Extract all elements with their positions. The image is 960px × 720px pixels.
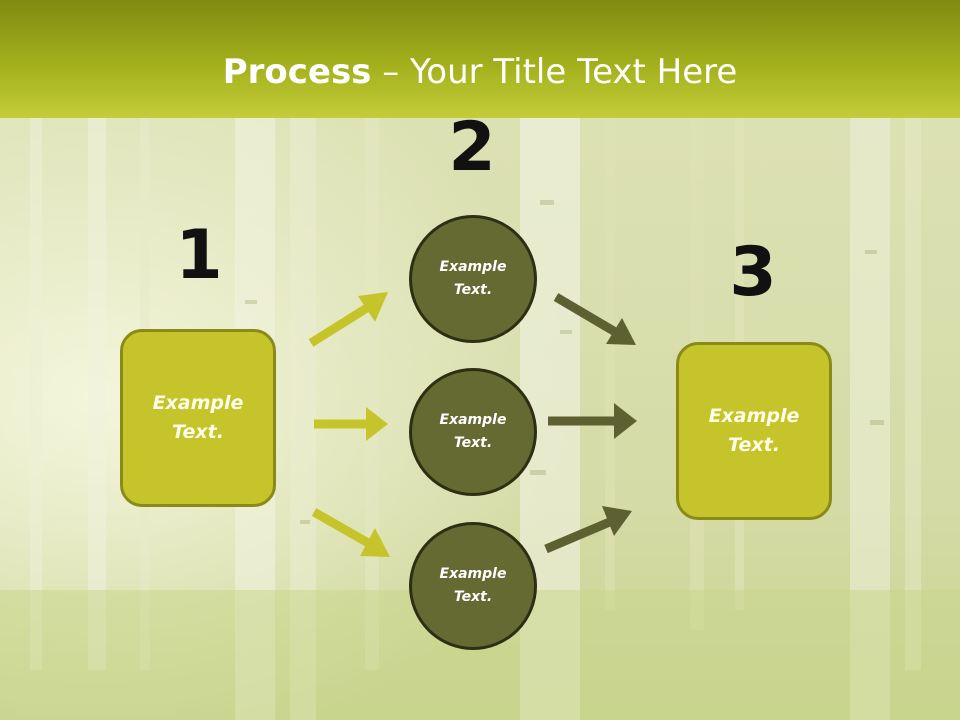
arrow-from-circle-middle xyxy=(548,403,637,439)
step1-box-line1: Example xyxy=(152,392,244,414)
arrow-to-circle-bottom xyxy=(311,508,390,557)
step3-box-line1: Example xyxy=(708,405,800,427)
arrow-to-circle-middle xyxy=(314,407,388,441)
arrow-from-circle-bottom xyxy=(544,506,632,554)
step-number-2: 2 xyxy=(448,108,496,187)
arrow-to-circle-top xyxy=(308,292,388,347)
title-band xyxy=(0,0,960,118)
circle-middle-line1: Example xyxy=(439,412,507,428)
circle-middle-line2: Text. xyxy=(453,435,493,451)
title-rest: – Your Title Text Here xyxy=(371,52,738,92)
step1-box-line2: Text. xyxy=(172,421,224,443)
title-bold: Process xyxy=(222,52,372,92)
step-number-1: 1 xyxy=(175,216,223,295)
step1-box: Example Text. xyxy=(120,329,276,507)
step2-circle-bottom: Example Text. xyxy=(409,522,537,650)
step3-box-line2: Text. xyxy=(728,434,780,456)
slide-title: Process – Your Title Text Here xyxy=(0,52,960,92)
circle-top-line2: Text. xyxy=(453,282,493,298)
step2-circle-middle: Example Text. xyxy=(409,368,537,496)
circle-top-line1: Example xyxy=(439,259,507,275)
step-number-3: 3 xyxy=(729,233,777,312)
arrow-from-circle-top xyxy=(553,293,636,345)
step2-circle-top: Example Text. xyxy=(409,215,537,343)
circle-bottom-line1: Example xyxy=(439,566,507,582)
step3-box: Example Text. xyxy=(676,342,832,520)
circle-bottom-line2: Text. xyxy=(453,589,493,605)
